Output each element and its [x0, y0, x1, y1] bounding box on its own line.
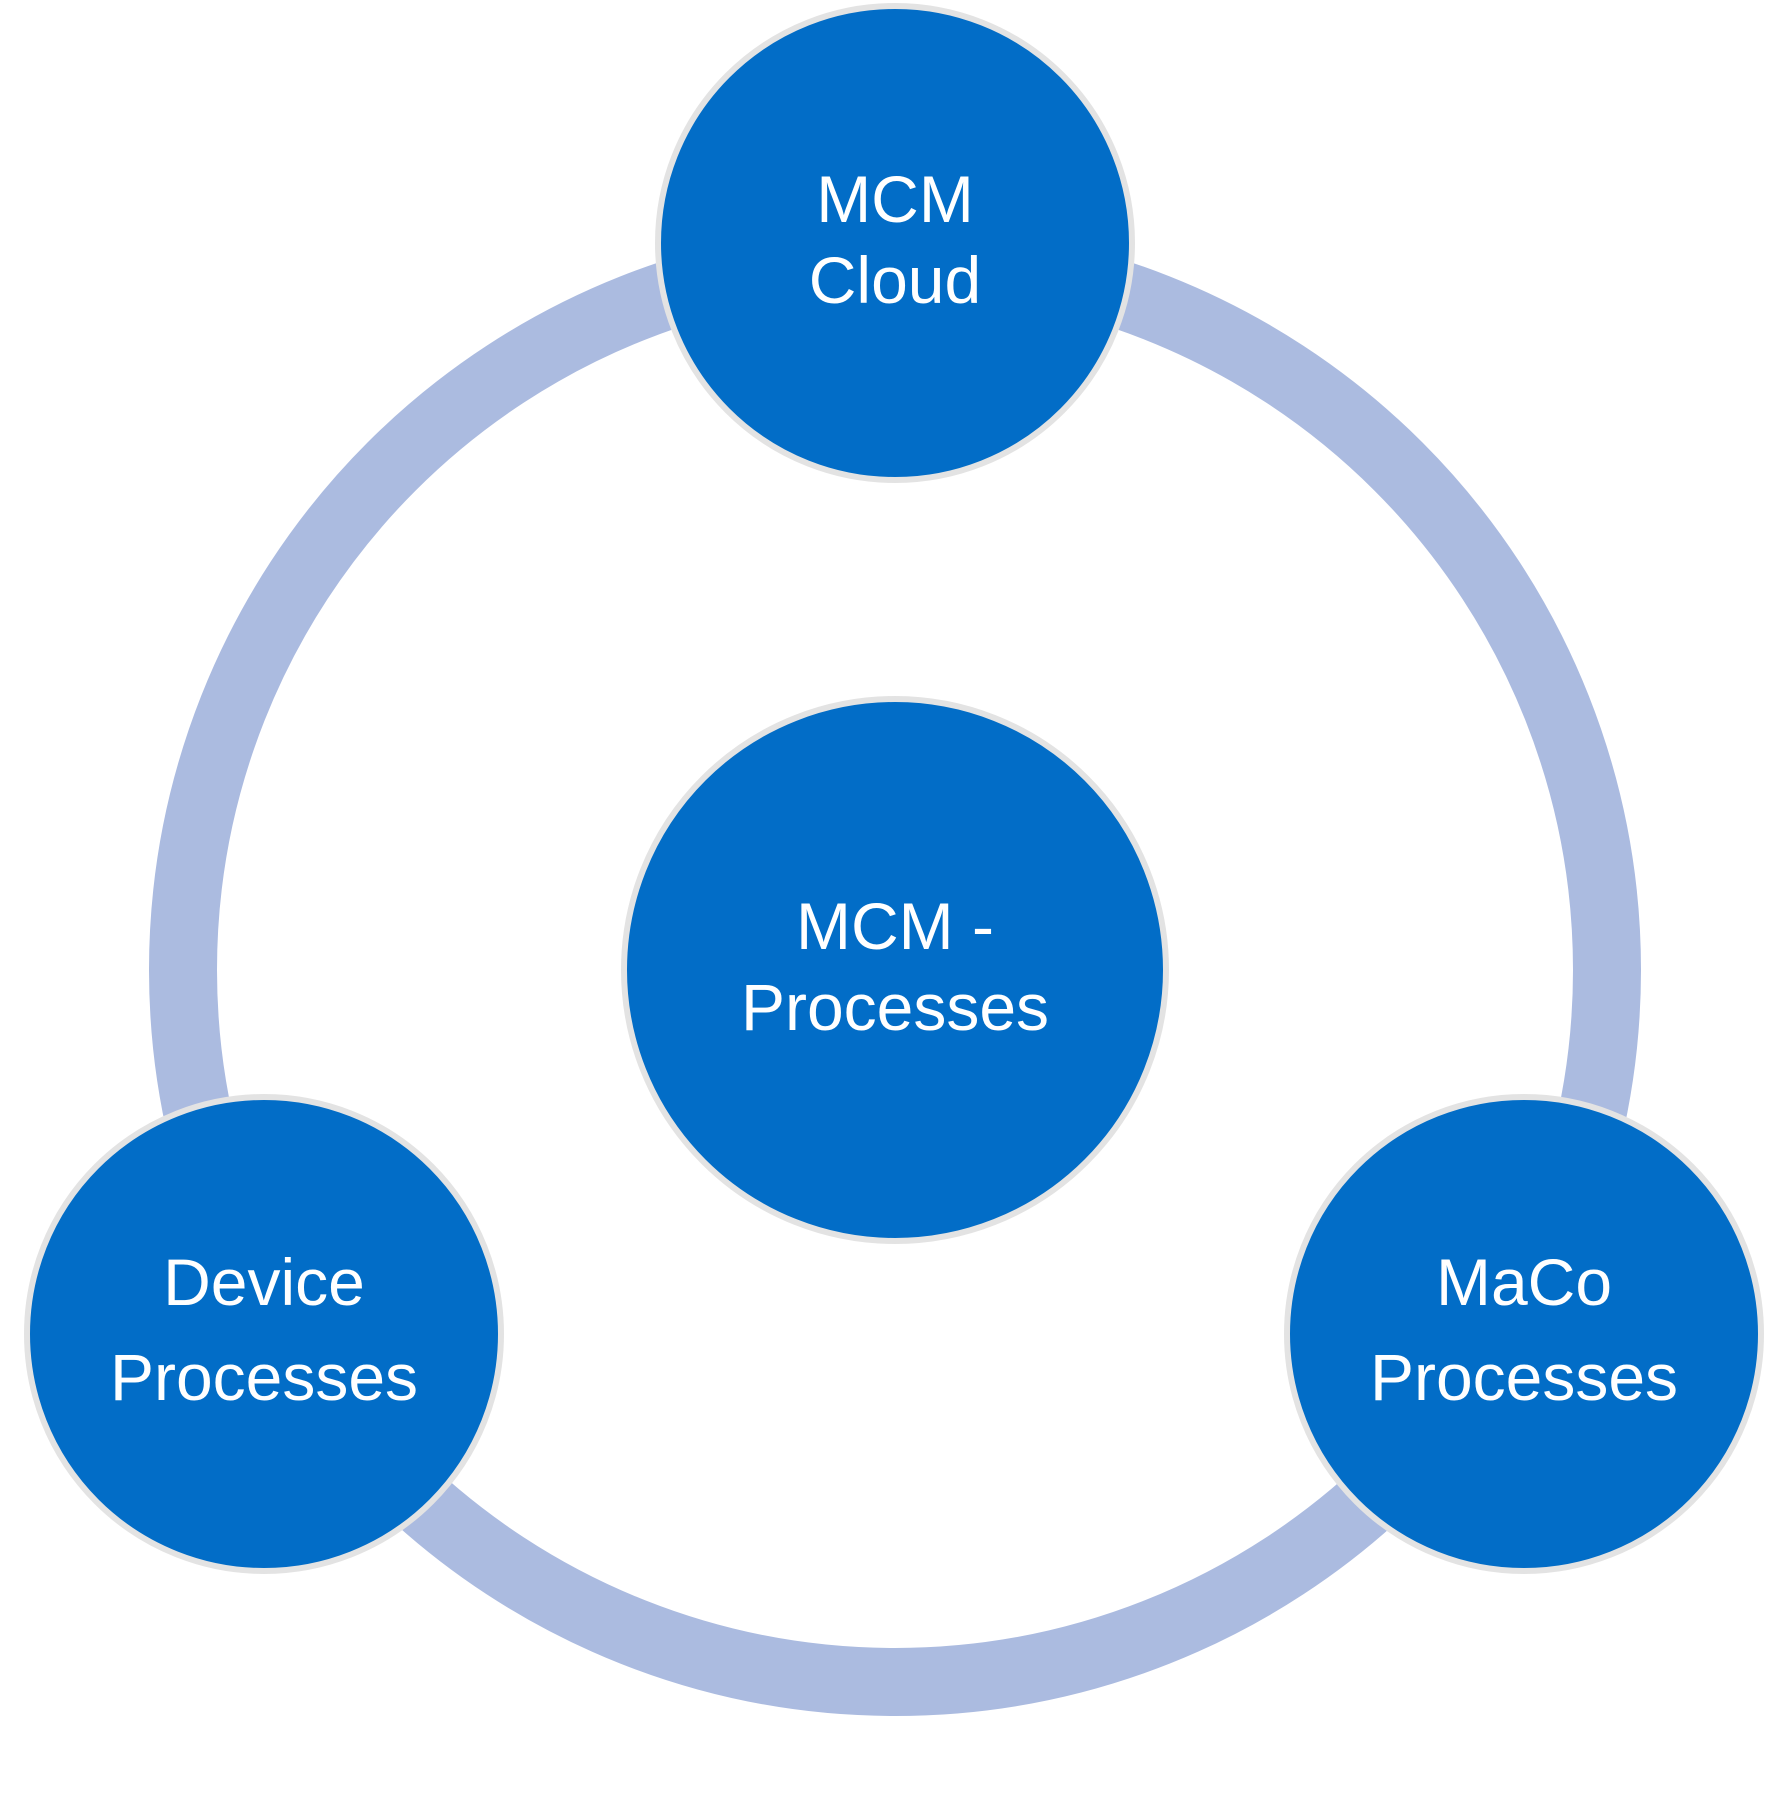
node-label-line-2: Processes [110, 1340, 418, 1414]
node-label-line-1: MCM - [796, 889, 994, 963]
node-circle [24, 1094, 504, 1574]
node-label-line-1: MCM [816, 162, 974, 236]
node-circle [655, 3, 1135, 483]
node-label-line-1: Device [163, 1245, 365, 1319]
node-maco-processes[interactable]: MaCo Processes [1284, 1094, 1764, 1574]
node-mcm-cloud[interactable]: MCM Cloud [655, 3, 1135, 483]
node-label-line-2: Cloud [809, 243, 981, 317]
node-label-line-2: Processes [741, 970, 1049, 1044]
node-device-processes[interactable]: Device Processes [24, 1094, 504, 1574]
node-center-mcm-processes[interactable]: MCM - Processes [621, 696, 1169, 1244]
node-label-line-2: Processes [1370, 1340, 1678, 1414]
node-label-line-1: MaCo [1436, 1245, 1612, 1319]
node-circle [1284, 1094, 1764, 1574]
node-circle [621, 696, 1169, 1244]
